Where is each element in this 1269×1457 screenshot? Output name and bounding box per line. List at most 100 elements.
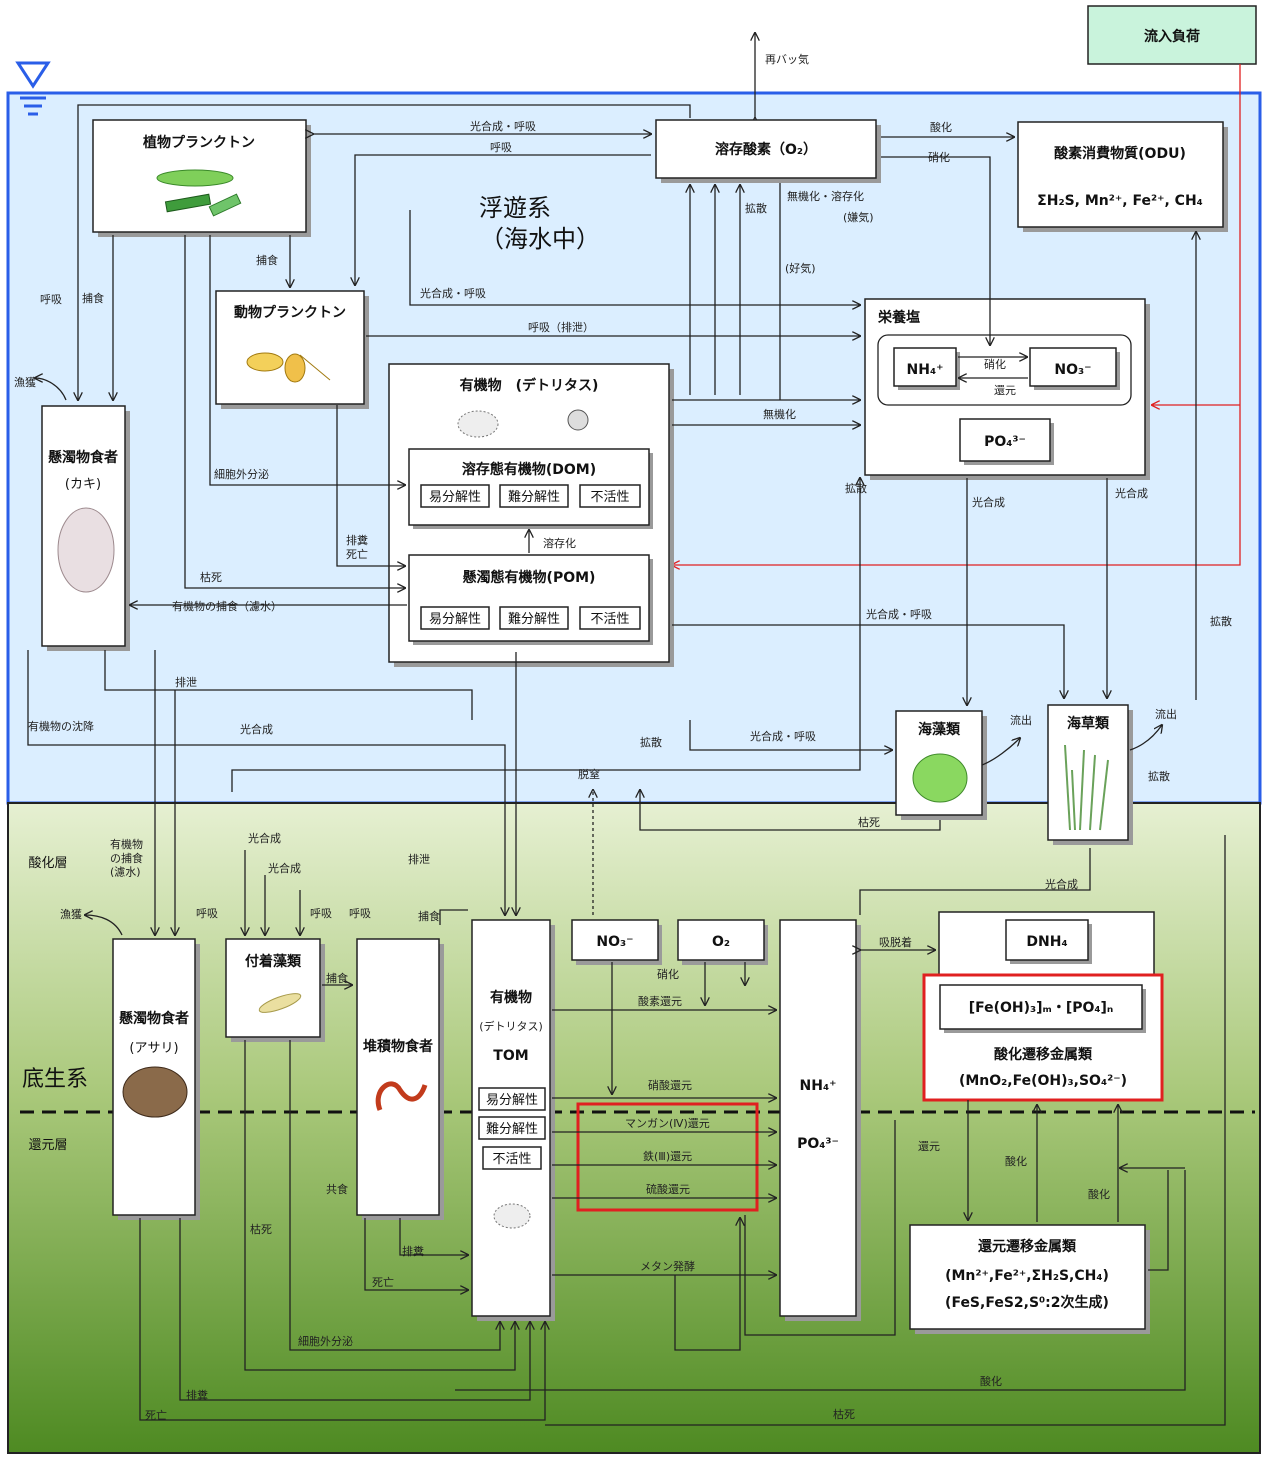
sed-detritus-label: (デトリタス) (479, 1019, 543, 1033)
lbl-o2-reduction: 酸素還元 (638, 994, 682, 1008)
lbl-mn-reduction: マンガン(Ⅳ)還元 (625, 1117, 710, 1130)
oyster-sub: (カキ) (65, 477, 101, 492)
pom-refractory-text: 難分解性 (508, 612, 560, 627)
dom-refractory-text: 難分解性 (508, 490, 560, 505)
red-metals-label: 還元遷移金属類 (978, 1238, 1077, 1255)
sed-o2-label: O₂ (712, 934, 730, 950)
lbl-death-2: 死亡 (145, 1408, 167, 1422)
lbl-no3-reduction: 硝酸還元 (648, 1078, 692, 1092)
lbl-photosynthesis-3: 光合成 (240, 722, 273, 736)
sed-inert-text: 不活性 (492, 1152, 531, 1167)
lbl-predation-3: 捕食 (418, 909, 440, 923)
lbl-diffusion-3: 拡散 (1210, 614, 1232, 628)
lbl-diffusion-2: 拡散 (845, 481, 867, 495)
pom-labile-text: 易分解性 (429, 612, 481, 627)
red-metals-species: (Mn²⁺,Fe²⁺,ΣH₂S,CH₄) (945, 1268, 1109, 1284)
lbl-photo-resp-1: 光合成・呼吸 (470, 119, 536, 133)
lbl-diffusion-1: 拡散 (745, 201, 767, 215)
oyster-label: 懸濁物食者 (48, 449, 118, 466)
po4-label: PO₄³⁻ (984, 434, 1026, 450)
lbl-dead-4: 枯死 (833, 1407, 855, 1421)
lbl-dead-1: 枯死 (200, 570, 222, 584)
pelagic-title: 浮遊系 (479, 194, 551, 222)
sed-refractory-text: 難分解性 (486, 1122, 538, 1137)
lbl-predation-1: 捕食 (256, 253, 278, 267)
lbl-feces-death: 排糞死亡 (346, 533, 368, 561)
lbl-resp-1: 呼吸 (490, 141, 512, 154)
lbl-denitrification: 脱窒 (578, 767, 600, 781)
lbl-photosynthesis-1: 光合成 (972, 495, 1005, 509)
clam-sub: (アサリ) (129, 1041, 178, 1056)
lbl-resp-excretion: 呼吸（排泄） (528, 320, 594, 334)
lbl-fishery-1: 漁獲 (14, 375, 36, 389)
lbl-excretion-2: 排泄 (408, 852, 430, 866)
sed-labile-text: 易分解性 (486, 1093, 538, 1108)
lbl-anaerobic: (嫌気) (843, 210, 874, 224)
nutrients-label: 栄養塩 (877, 309, 920, 326)
dom-labile-text: 易分解性 (429, 490, 481, 505)
pom-label: 懸濁態有機物(POM) (463, 569, 596, 586)
lbl-extracellular-2: 細胞外分泌 (298, 1335, 353, 1348)
reduced-layer-label: 還元層 (28, 1138, 67, 1153)
lbl-mineral-dissolve: 無機化・溶存化 (787, 189, 864, 203)
lbl-reduction: 還元 (918, 1140, 940, 1153)
lbl-photo-resp-2: 光合成・呼吸 (420, 286, 486, 300)
sed-detritus-icon (494, 1204, 530, 1228)
odu-title: 酸素消費物質(ODU) (1054, 145, 1186, 162)
dom-label: 溶存態有機物(DOM) (462, 461, 596, 478)
lbl-feces-1: 排糞 (402, 1244, 424, 1258)
zooplankton-label: 動物プランクトン (234, 304, 346, 321)
lbl-photosynthesis-4: 光合成 (248, 831, 281, 845)
fe-po4-label: [Fe(OH)₃]ₘ・[PO₄]ₙ (969, 1000, 1114, 1016)
inflow-label: 流入負荷 (1144, 28, 1200, 45)
lbl-mineralization: 無機化 (763, 407, 796, 421)
lbl-extracellular-1: 細胞外分泌 (214, 468, 269, 481)
seagrass-label: 海草類 (1067, 715, 1110, 732)
sed-po4-label: PO₄³⁻ (797, 1136, 839, 1152)
nh4-label: NH₄⁺ (907, 362, 944, 378)
red-metals-secondary: (FeS,FeS2,S⁰:2次生成) (945, 1294, 1109, 1311)
ox-metals-label: 酸化遷移金属類 (994, 1046, 1093, 1063)
sed-nh4-label: NH₄⁺ (800, 1078, 837, 1094)
clam-label: 懸濁物食者 (119, 1010, 189, 1027)
lbl-excretion-1: 排泄 (175, 675, 197, 689)
lbl-resp-3: 呼吸 (196, 907, 218, 920)
lbl-om-capture: 有機物の捕食（濾水） (172, 599, 282, 613)
odu-species: ΣH₂S, Mn²⁺, Fe²⁺, CH₄ (1037, 193, 1203, 209)
reduction-in-label: 還元 (994, 384, 1016, 397)
lbl-nitrification-2: 硝化 (657, 967, 679, 981)
epiphytic-algae-label: 付着藻類 (245, 953, 302, 970)
seaweed-icon (913, 754, 967, 802)
reaeration-label: 再バッ気 (765, 52, 809, 66)
seaweed-label: 海藻類 (918, 721, 961, 738)
lbl-diffusion-4: 拡散 (640, 735, 662, 749)
lbl-dead-2: 枯死 (858, 815, 880, 829)
dom-inert-text: 不活性 (590, 490, 629, 505)
sed-nutrient-box (780, 920, 856, 1316)
oyster-icon (58, 508, 114, 592)
dissolution-label: 溶存化 (543, 536, 576, 550)
lbl-photo-resp-4: 光合成・呼吸 (750, 729, 816, 743)
lbl-photosynthesis-2: 光合成 (1115, 486, 1148, 500)
lbl-methane: メタン発酵 (640, 1259, 695, 1273)
pom-inert-text: 不活性 (590, 612, 629, 627)
lbl-oxidation-4: 酸化 (980, 1374, 1002, 1388)
lbl-om-settling: 有機物の沈降 (28, 719, 94, 733)
lbl-oxidation-1: 酸化 (930, 120, 952, 134)
lbl-resp-2: 呼吸 (40, 293, 62, 306)
tom-label: TOM (493, 1048, 528, 1064)
lbl-outflow-2: 流出 (1155, 707, 1177, 721)
lbl-predation-4: 捕食 (326, 971, 348, 985)
detritus-label: 有機物 (デトリタス) (460, 377, 599, 394)
nitrification-in-label: 硝化 (984, 357, 1006, 371)
lbl-resp-4: 呼吸 (310, 907, 332, 920)
lbl-predation-2: 捕食 (82, 291, 104, 305)
lbl-dead-3: 枯死 (250, 1222, 272, 1236)
lbl-oxidation-2: 酸化 (1005, 1154, 1027, 1168)
lbl-fe-reduction: 鉄(Ⅲ)還元 (643, 1149, 692, 1163)
lbl-photo-resp-3: 光合成・呼吸 (866, 607, 932, 621)
lbl-photosynthesis-6: 光合成 (1045, 877, 1078, 891)
lbl-feces-2: 排糞 (186, 1388, 208, 1402)
lbl-oxidation-3: 酸化 (1088, 1187, 1110, 1201)
